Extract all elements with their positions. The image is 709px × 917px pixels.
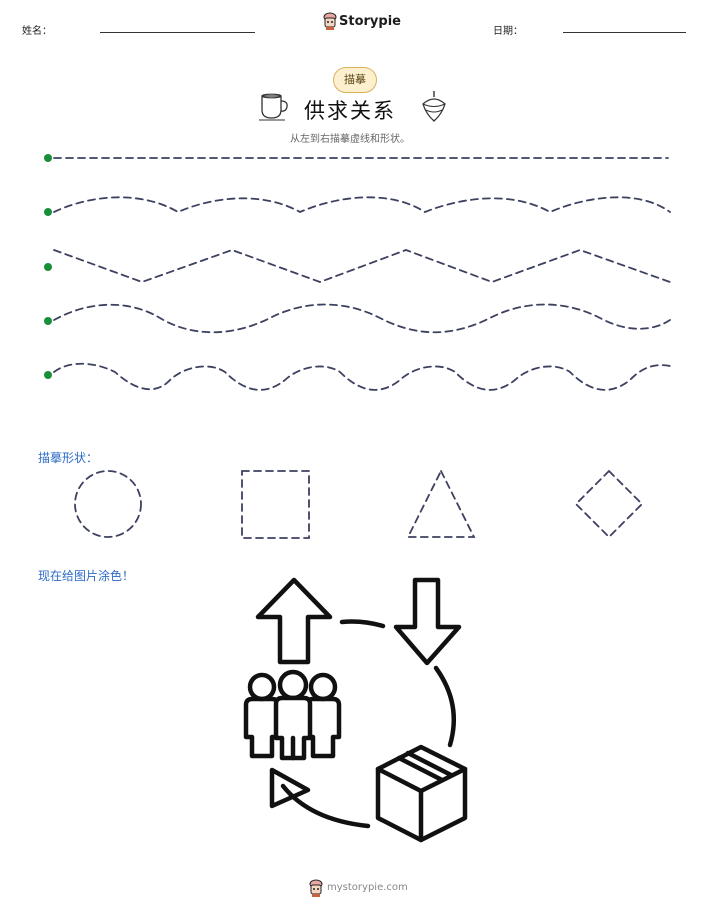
trace-triangle bbox=[406, 468, 476, 538]
curved-arrow-icon bbox=[269, 767, 371, 829]
start-dot-1 bbox=[44, 154, 52, 162]
worksheet-instructions: 从左到右描摹虚线和形状。 bbox=[290, 134, 410, 145]
brand-name: Storypie bbox=[339, 14, 401, 29]
people-icon bbox=[243, 669, 342, 761]
date-field-line[interactable] bbox=[563, 32, 686, 33]
trace-line-wave-2 bbox=[53, 303, 671, 334]
date-label: 日期： bbox=[493, 26, 523, 37]
spinning-top-icon bbox=[422, 91, 446, 122]
start-dot-4 bbox=[44, 317, 52, 325]
color-picture-heading: 现在给图片涂色！ bbox=[38, 569, 135, 583]
down-arrow-icon bbox=[393, 577, 462, 666]
trace-circle bbox=[74, 470, 142, 538]
trace-line-zigzag bbox=[53, 249, 671, 283]
trace-line-wave-1 bbox=[53, 196, 671, 214]
trace-shapes-heading: 描摹形状： bbox=[38, 451, 99, 465]
start-dot-2 bbox=[44, 208, 52, 216]
teacup-icon bbox=[259, 93, 288, 121]
trace-diamond bbox=[574, 469, 644, 539]
start-dot-5 bbox=[44, 371, 52, 379]
connector-arc-right bbox=[433, 665, 457, 748]
trace-badge: 描摹 bbox=[333, 67, 377, 93]
storypie-logo-icon bbox=[323, 12, 337, 30]
name-field-line[interactable] bbox=[100, 32, 255, 33]
worksheet-title: 供求关系 bbox=[304, 99, 396, 123]
footer-url[interactable]: mystorypie.com bbox=[327, 882, 408, 893]
start-dot-3 bbox=[44, 263, 52, 271]
connector-arc-top bbox=[339, 619, 386, 629]
trace-line-wave-3 bbox=[53, 362, 671, 391]
footer-logo-icon bbox=[309, 879, 323, 897]
up-arrow-icon bbox=[255, 577, 333, 665]
box-icon bbox=[375, 744, 468, 843]
name-label: 姓名： bbox=[22, 26, 52, 37]
trace-square bbox=[241, 470, 310, 539]
